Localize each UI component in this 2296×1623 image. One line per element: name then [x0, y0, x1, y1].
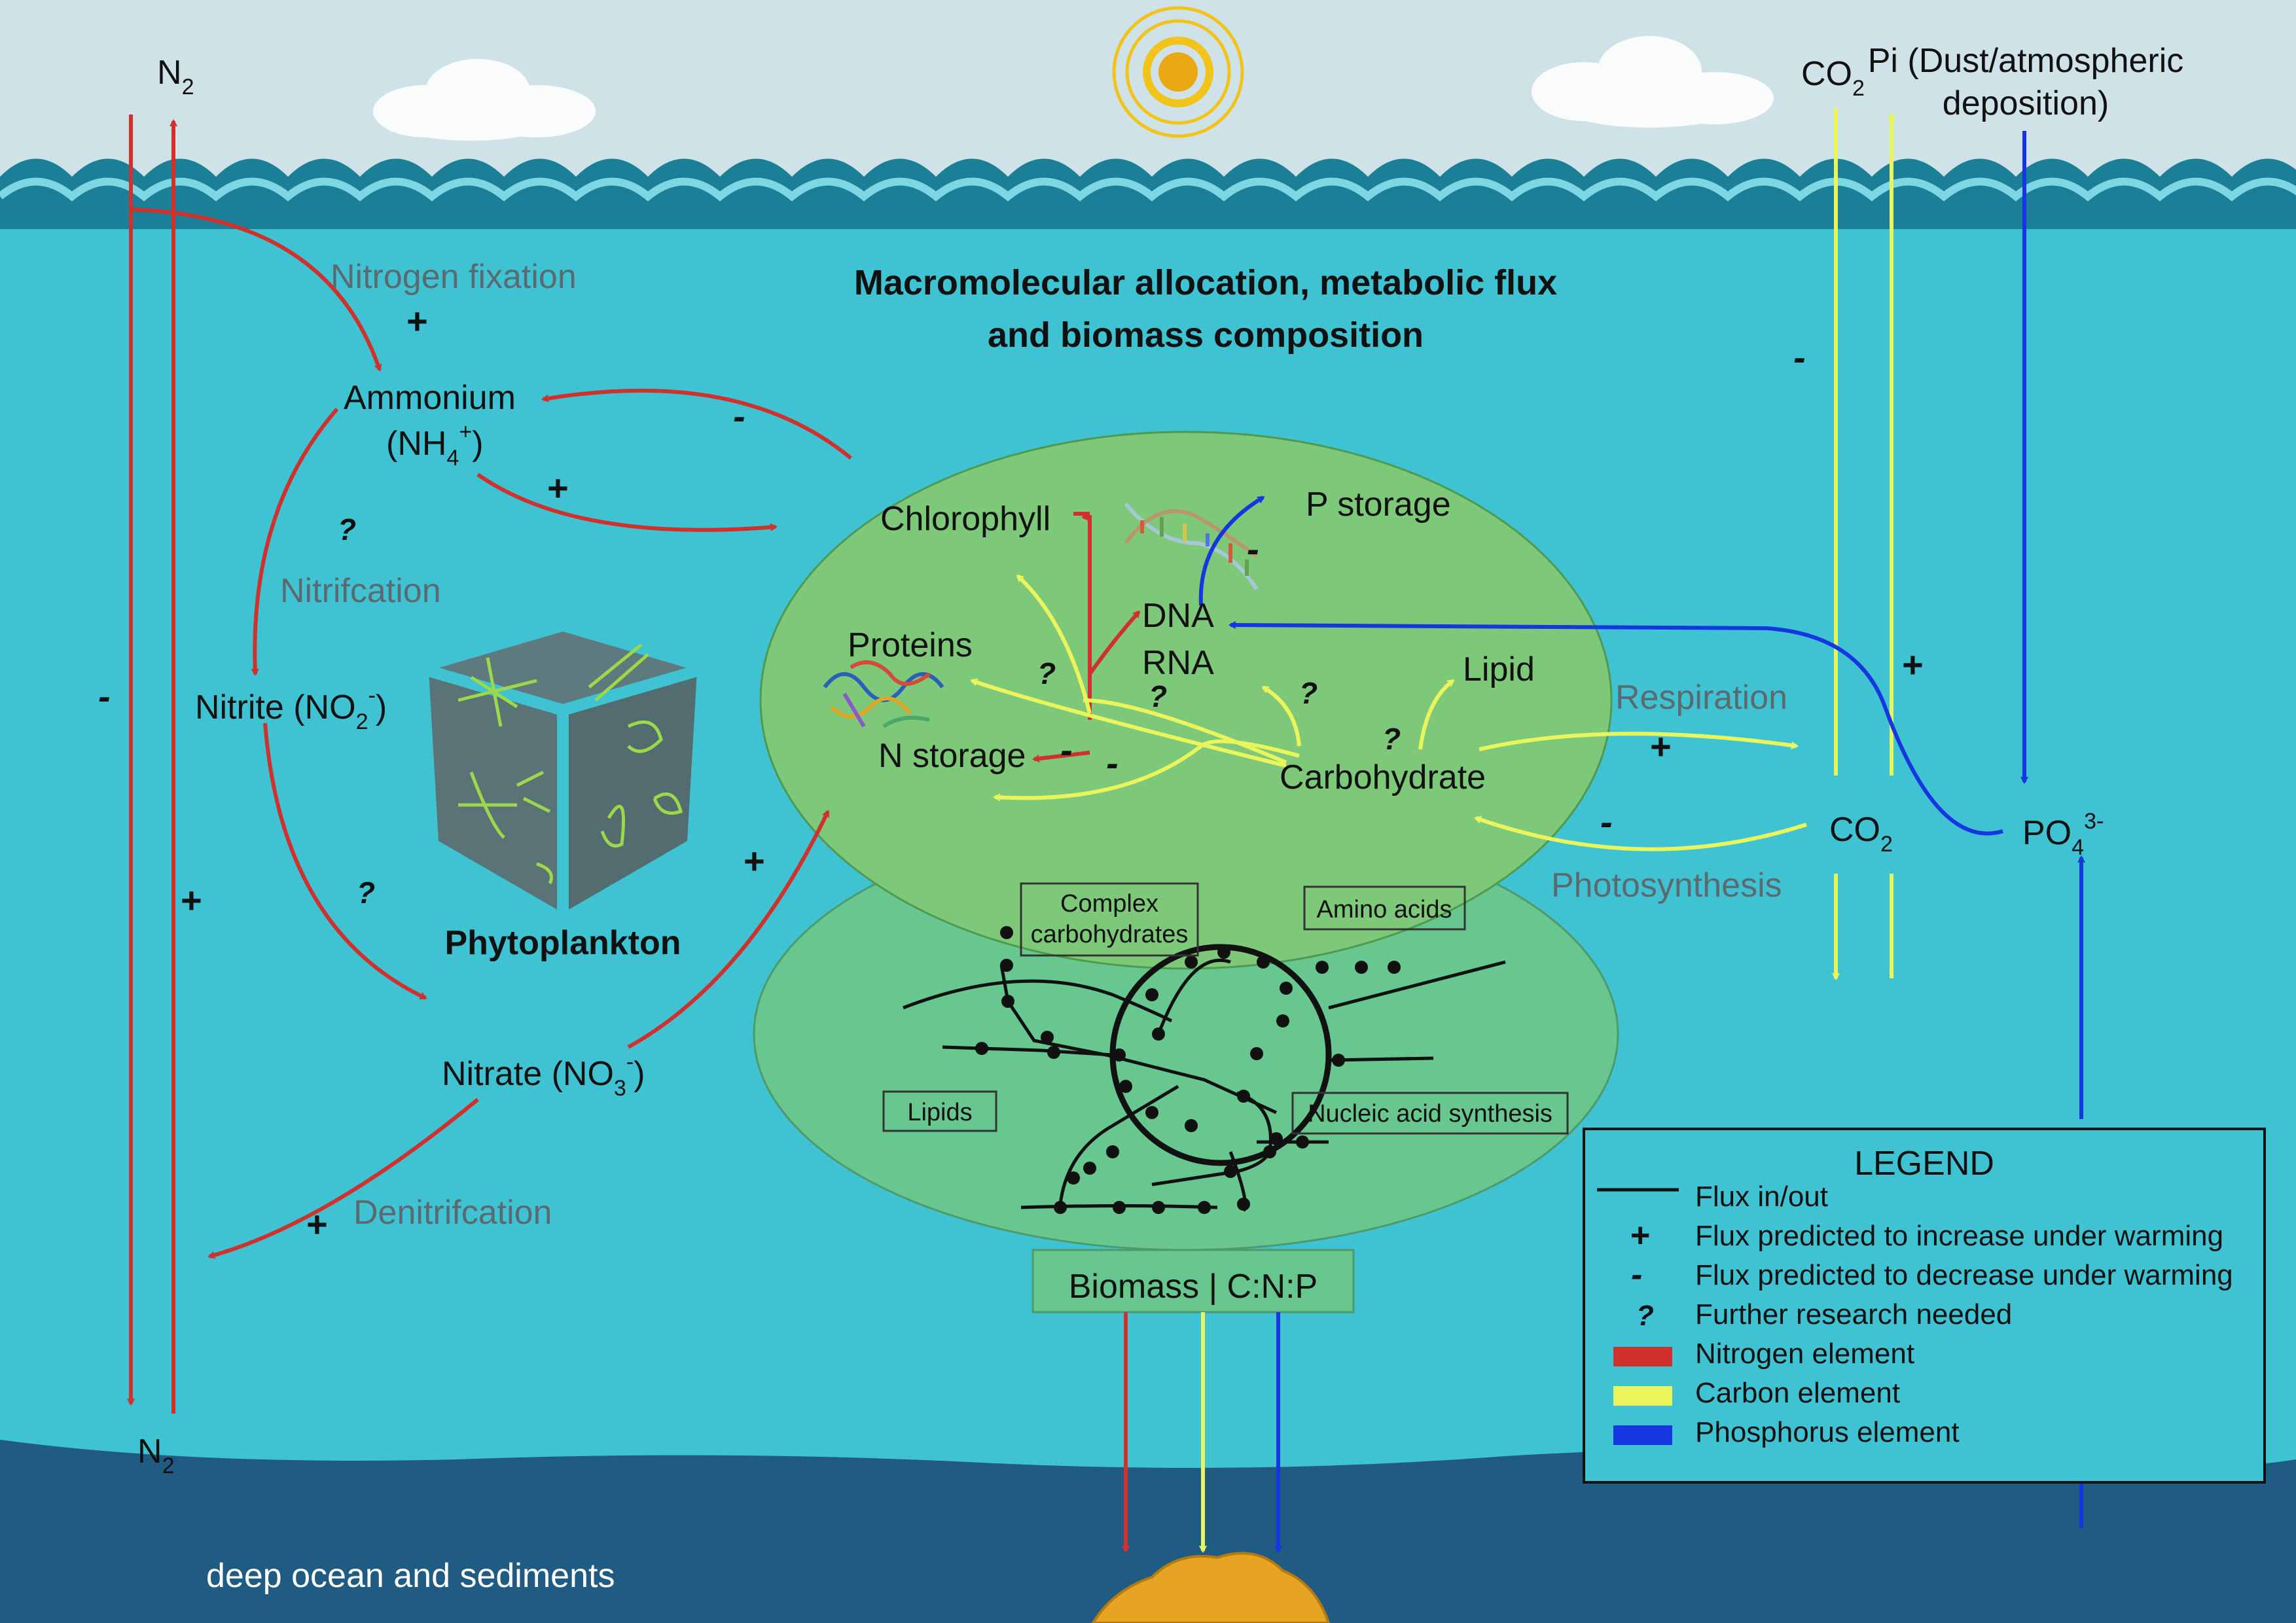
- research-marker: ?: [1299, 676, 1318, 710]
- protein-structure-icon: [823, 660, 944, 728]
- nitrification-label: Nitrifcation: [280, 572, 441, 610]
- legend-item: Carbon element: [1695, 1377, 1900, 1409]
- deep-ocean: [0, 1440, 2296, 1623]
- ammonium-label: Ammonium: [344, 379, 516, 417]
- legend-question-symbol: ?: [1636, 1300, 1654, 1332]
- metabolic-network: [903, 926, 1506, 1214]
- deep-ocean-label: deep ocean and sediments: [206, 1557, 615, 1595]
- legend-box: [1583, 1128, 2266, 1484]
- legend-increase-symbol: +: [1630, 1217, 1649, 1255]
- photosynthesis-label: Photosynthesis: [1551, 866, 1782, 904]
- n2-bottom-label: N2: [137, 1433, 174, 1478]
- chlorophyll-label: Chlorophyll: [880, 500, 1050, 538]
- increase-marker: +: [547, 467, 568, 508]
- legend-item: Further research needed: [1695, 1298, 2012, 1330]
- po4-label: PO43-: [2022, 809, 2104, 860]
- respiration-label: Respiration: [1615, 679, 1787, 717]
- nitrogen-fixation-label: Nitrogen fixation: [331, 258, 577, 296]
- decrease-marker: -: [1600, 801, 1613, 842]
- legend-item: Flux predicted to increase under warming: [1695, 1220, 2223, 1252]
- biomass-label: Biomass | C:N:P: [1069, 1268, 1318, 1306]
- dna-helix-icon: [1124, 503, 1259, 590]
- increase-marker: +: [1649, 726, 1671, 767]
- n2-top-label: N2: [157, 54, 194, 99]
- research-marker: ?: [338, 512, 356, 546]
- n-storage-label: N storage: [878, 737, 1026, 775]
- legend-title: LEGEND: [1854, 1145, 1994, 1183]
- rna-label: RNA: [1142, 644, 1214, 682]
- phosphorus-fluxes: [1198, 131, 2081, 1551]
- pi-deposition-label-1: Pi (Dust/atmospheric: [1868, 42, 2184, 80]
- increase-marker: +: [1901, 644, 1923, 685]
- sun-icon: [1112, 6, 1244, 138]
- cloud-right: [1532, 36, 1774, 128]
- carbohydrate-label: Carbohydrate: [1280, 758, 1486, 796]
- amino-acids-box: [1303, 885, 1466, 931]
- decrease-marker: -: [1793, 336, 1806, 378]
- cloud-left: [373, 59, 596, 141]
- sediment-mound: [1091, 1552, 1331, 1623]
- lipids-box: [882, 1090, 997, 1132]
- research-marker: ?: [1382, 722, 1401, 756]
- phytoplankton-cube: [427, 632, 699, 913]
- legend-item: Flux in/out: [1695, 1181, 1828, 1213]
- lipids-label: Lipids: [907, 1099, 972, 1126]
- legend-carbon-swatch: [1613, 1386, 1672, 1406]
- biomass-box: [1031, 1249, 1355, 1313]
- warming-markers: + + + + + + + - - - - - - - ? ? ? ? ? ?: [98, 300, 1923, 1245]
- legend-item: Phosphorus element: [1695, 1416, 1960, 1448]
- nucleic-acid-box: [1291, 1092, 1569, 1135]
- legend-nitrogen-swatch: [1613, 1347, 1672, 1366]
- pi-deposition-label-2: deposition): [1943, 84, 2109, 122]
- dna-label: DNA: [1142, 597, 1214, 635]
- decrease-marker: -: [733, 395, 745, 437]
- proteins-label: Proteins: [848, 626, 973, 664]
- co2-top-label: CO2: [1801, 55, 1865, 101]
- decrease-marker: -: [1060, 729, 1073, 770]
- decrease-marker: -: [98, 675, 111, 717]
- increase-marker: +: [406, 300, 427, 342]
- complex-carbs-box: [1020, 882, 1199, 957]
- legend-item: Nitrogen element: [1695, 1338, 1914, 1370]
- nitrate-label: Nitrate (NO3-): [442, 1050, 645, 1101]
- denitrification-label: Denitrifcation: [353, 1194, 552, 1232]
- decrease-marker: -: [1106, 742, 1119, 783]
- complex-carbs-label-1: Complex: [1060, 890, 1158, 918]
- increase-marker: +: [180, 880, 202, 921]
- increase-marker: +: [306, 1204, 327, 1245]
- title-line-1: Macromolecular allocation, metabolic flu…: [854, 263, 1557, 302]
- nitrite-label: Nitrite (NO2-): [195, 683, 387, 734]
- amino-acids-label: Amino acids: [1317, 896, 1452, 923]
- phytoplankton-label: Phytoplankton: [444, 924, 681, 962]
- lipid-label: Lipid: [1463, 651, 1535, 688]
- research-marker: ?: [1037, 656, 1056, 690]
- co2-middle-label: CO2: [1829, 811, 1893, 857]
- decrease-marker: -: [1247, 528, 1259, 569]
- research-marker: ?: [357, 876, 375, 910]
- p-storage-label: P storage: [1306, 486, 1451, 524]
- legend-item: Flux predicted to decrease under warming: [1695, 1259, 2233, 1291]
- surface-waves: [0, 158, 2296, 229]
- nitrogen-fluxes: [131, 115, 1141, 1551]
- carbon-fluxes: [972, 108, 1892, 1551]
- nucleic-acid-label: Nucleic acid synthesis: [1308, 1100, 1552, 1128]
- title-line-2: and biomass composition: [988, 315, 1424, 355]
- cell-compartment: [759, 431, 1613, 970]
- legend: LEGEND + - ? Flux in/out Flux predicted …: [1583, 1128, 2266, 1484]
- increase-marker: +: [743, 840, 764, 882]
- complex-carbs-label-2: carbohydrates: [1031, 921, 1189, 948]
- legend-decrease-symbol: -: [1631, 1256, 1642, 1294]
- legend-phosphorus-swatch: [1613, 1425, 1672, 1445]
- ammonium-formula: (NH4+): [386, 419, 484, 471]
- research-marker: ?: [1149, 679, 1167, 713]
